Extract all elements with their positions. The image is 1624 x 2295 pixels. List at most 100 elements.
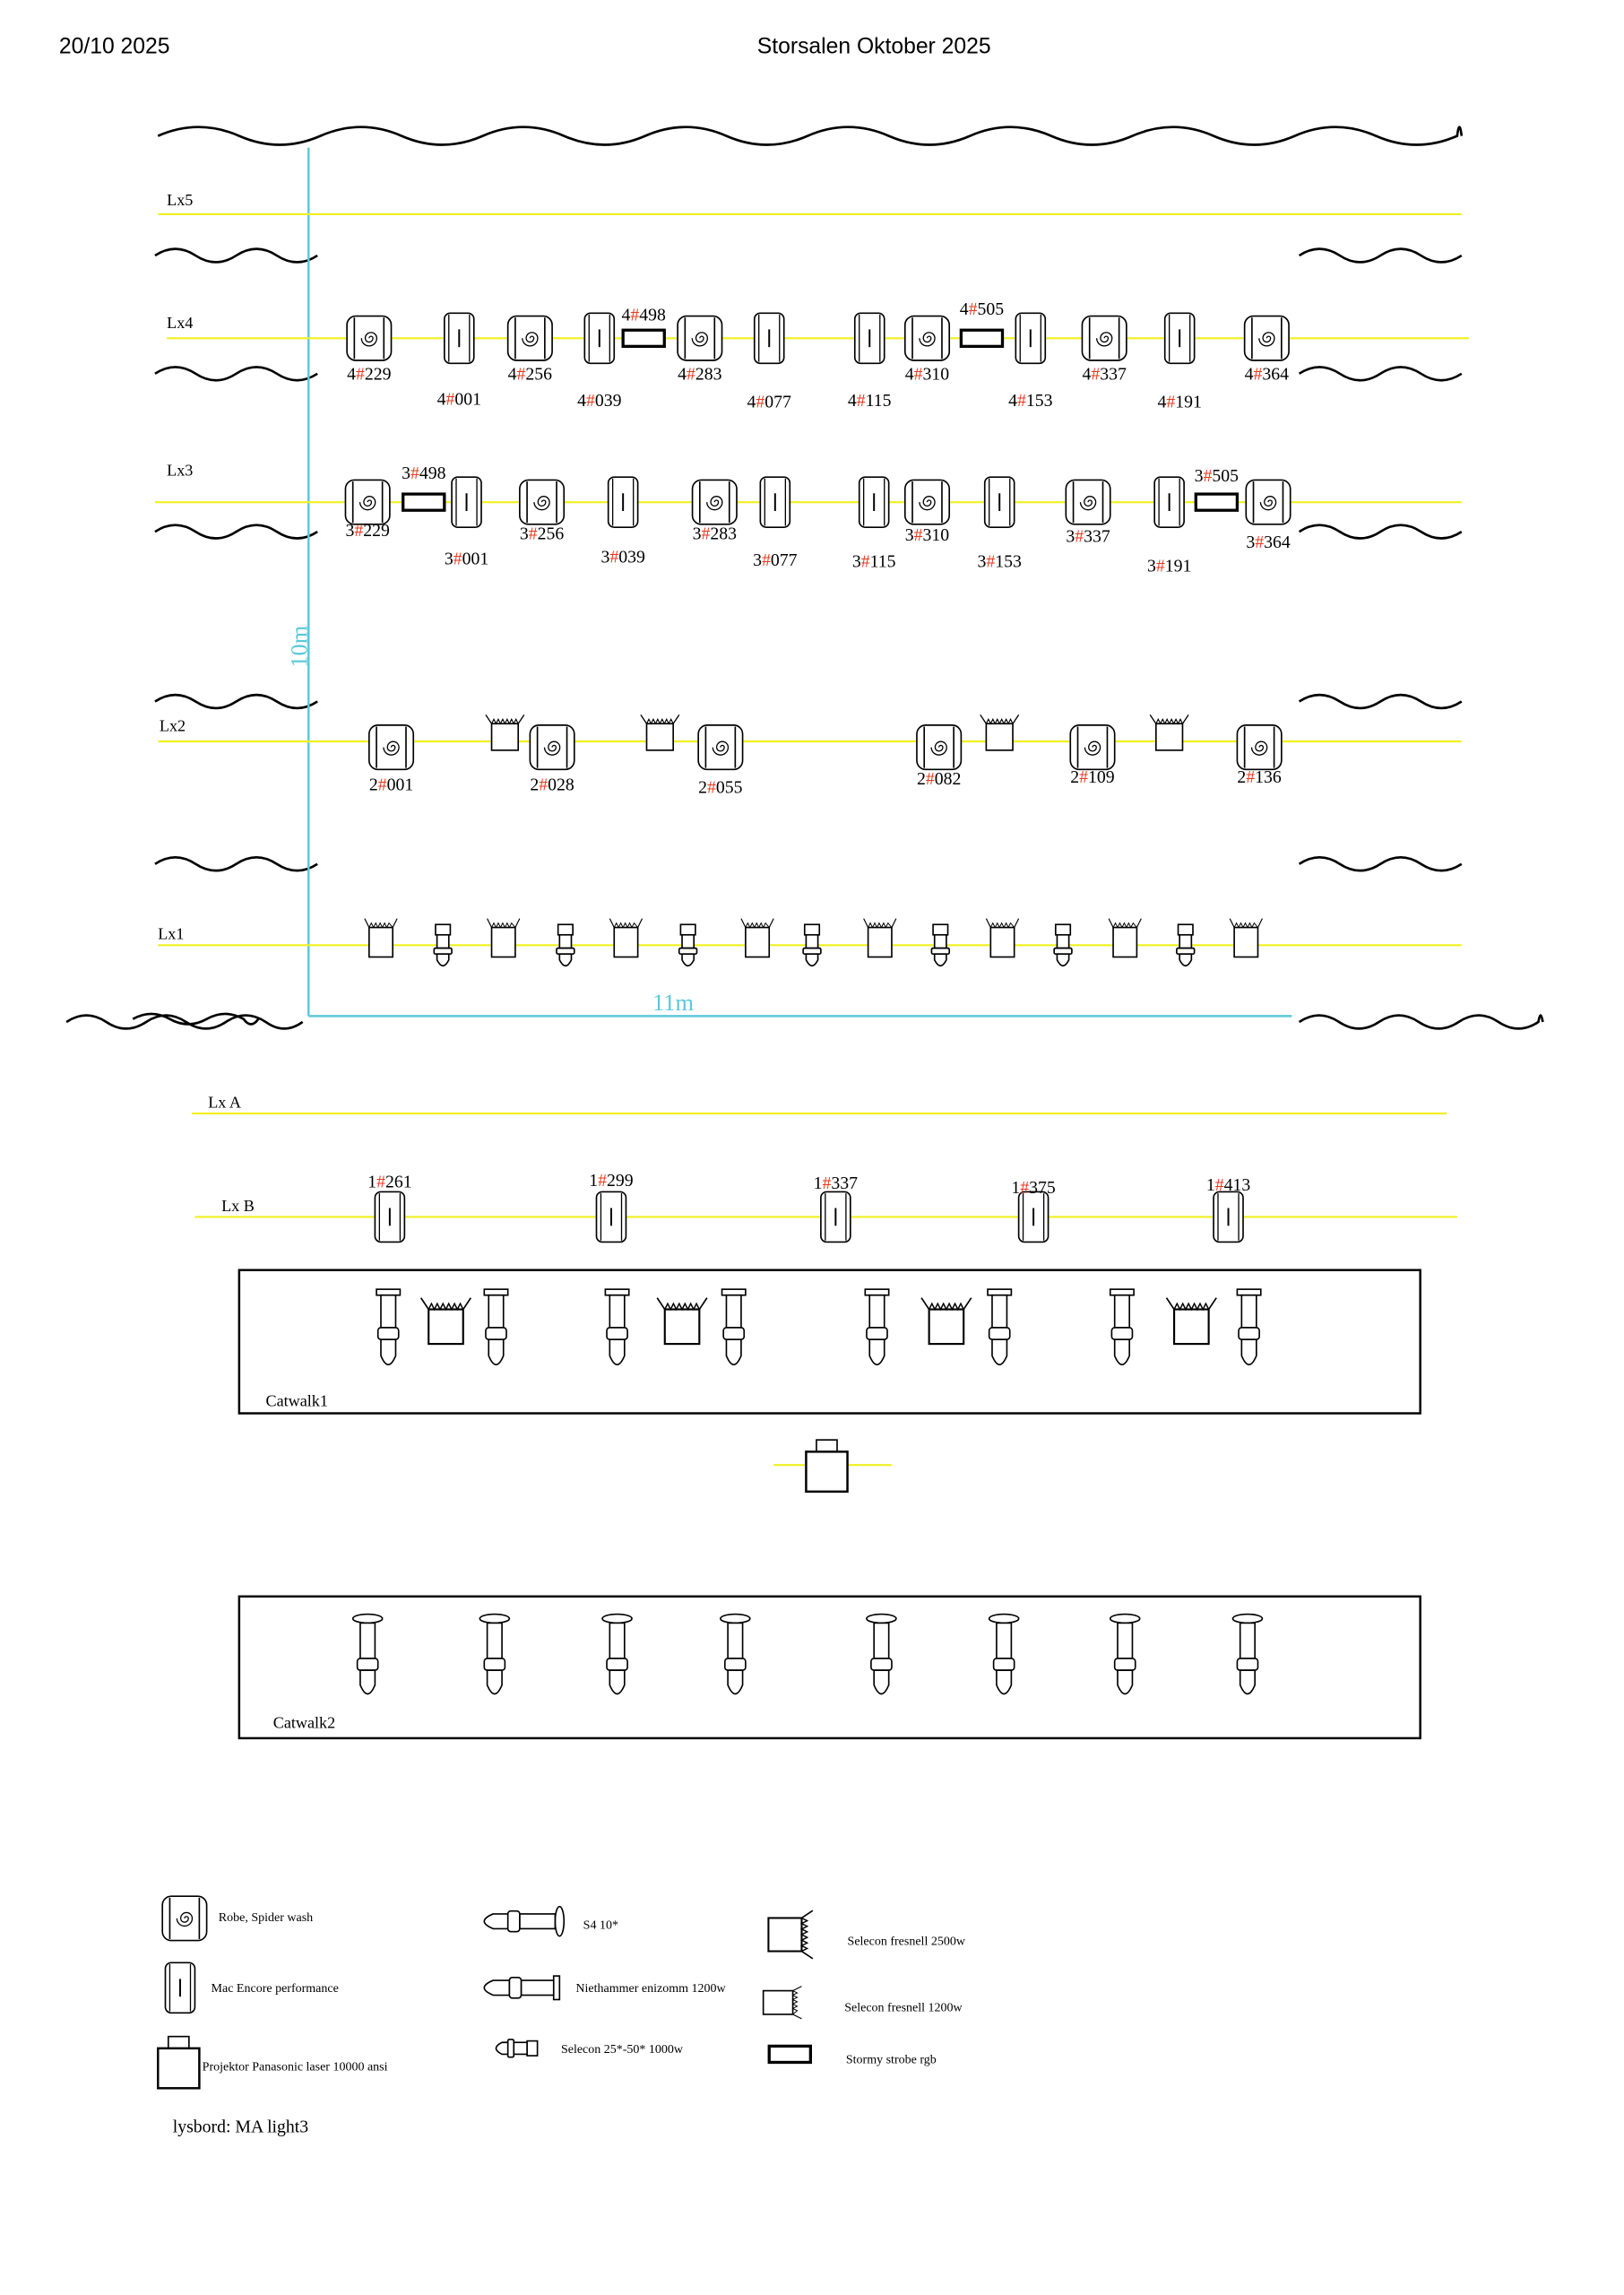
hash-mark: # — [586, 391, 595, 411]
fixture-label: 4#310 — [905, 364, 950, 384]
niethammer-icon — [864, 1288, 890, 1365]
fixture-label: 2#082 — [917, 769, 961, 789]
hash-mark: # — [756, 393, 764, 412]
selecon-icon — [433, 923, 453, 967]
fixture-label: 4#283 — [678, 364, 721, 384]
hash-mark: # — [1020, 1178, 1029, 1198]
fixture-label: 4#505 — [960, 299, 1005, 319]
s4-icon — [479, 1613, 511, 1695]
catwalk2-frame — [238, 1595, 1421, 1740]
pipe-number: 3 — [978, 552, 987, 572]
channel-number: 055 — [716, 778, 743, 798]
pipes: Lx5Lx44#2294#0014#2564#0394#4984#2834#07… — [154, 191, 1470, 1243]
hash-mark: # — [354, 521, 363, 541]
channel-number: 115 — [870, 552, 896, 572]
fixture-label: 1#337 — [814, 1173, 859, 1193]
channel-number: 505 — [977, 299, 1004, 319]
fixture-label: 4#153 — [1008, 391, 1053, 411]
fixture-label: 3#498 — [402, 463, 446, 483]
width-dimension-label: 11m — [652, 990, 694, 1016]
legend-item: Stormy strobe rgb — [767, 2044, 937, 2066]
fresnel1200-icon — [1108, 917, 1143, 958]
pipe-lx1: Lx1 — [158, 917, 1462, 967]
hash-mark: # — [1254, 364, 1263, 384]
selecon-icon — [1176, 923, 1196, 967]
pipe-number: 4 — [905, 364, 914, 384]
fresnel2500-icon — [485, 714, 525, 751]
pipe-number: 2 — [1070, 767, 1079, 787]
pipe-number: 1 — [367, 1172, 376, 1191]
pipe-number: 3 — [693, 524, 702, 543]
pipe-number: 3 — [345, 521, 354, 541]
channel-number: 115 — [866, 391, 892, 411]
channel-number: 256 — [538, 524, 565, 543]
niethammer-icon — [483, 1288, 509, 1365]
channel-number: 136 — [1255, 767, 1282, 787]
channel-number: 337 — [1100, 364, 1127, 384]
niethammer-icon — [987, 1288, 1013, 1365]
hash-mark: # — [1091, 364, 1100, 384]
pipe-number: 1 — [814, 1173, 823, 1193]
channel-number: 256 — [525, 364, 552, 384]
fixture-label: 4#115 — [848, 391, 892, 411]
pipe-number: 3 — [1147, 557, 1156, 576]
fixture-label: 1#413 — [1206, 1175, 1251, 1195]
pipe-number: 4 — [347, 364, 356, 384]
s4-icon — [483, 1905, 566, 1937]
s4-icon — [720, 1613, 751, 1695]
spider-icon — [367, 724, 415, 771]
channel-number: 001 — [454, 389, 481, 409]
mac-icon — [374, 1191, 406, 1243]
fresnel2500-icon — [656, 1296, 708, 1346]
mac-icon — [1163, 312, 1196, 365]
spider-icon — [903, 479, 951, 525]
fixture-label: 4#229 — [347, 364, 392, 384]
s4-icon — [988, 1613, 1020, 1695]
fresnel1200-icon — [486, 917, 521, 958]
hash-mark: # — [969, 299, 978, 319]
channel-number: 229 — [363, 521, 390, 541]
channel-number: 001 — [387, 775, 414, 794]
border-curtain — [154, 524, 318, 540]
fresnel1200-icon — [740, 917, 774, 958]
channel-number: 337 — [831, 1173, 858, 1193]
selecon-icon — [556, 923, 575, 967]
mac-icon — [451, 476, 482, 529]
fixture-label: 2#001 — [369, 775, 413, 794]
pipe-number: 2 — [369, 775, 378, 794]
hash-mark: # — [1204, 466, 1213, 486]
hash-mark: # — [517, 364, 526, 384]
channel-number: 310 — [923, 364, 950, 384]
strobe-icon — [402, 492, 446, 512]
spider-icon — [677, 315, 723, 361]
border-curtain — [1298, 855, 1463, 872]
spider-icon — [346, 315, 393, 361]
legend-item: Mac Encore performance — [164, 1962, 339, 2014]
channel-number: 498 — [639, 306, 666, 325]
fresnel2500-icon — [1149, 714, 1189, 751]
fresnel1200-icon — [762, 1985, 803, 2020]
pipe-number: 4 — [577, 391, 586, 411]
spider-icon — [691, 479, 738, 525]
fresnel1200-icon — [609, 917, 644, 958]
catwalk1-label: Catwalk1 — [266, 1391, 328, 1409]
pipe-number: 2 — [530, 775, 539, 794]
pipe-number: 3 — [1066, 527, 1075, 547]
legend-item: Selecon fresnell 2500w — [767, 1910, 966, 1960]
pipe-number: 4 — [437, 389, 446, 409]
spider-icon — [916, 724, 963, 771]
fixture-label: 3#039 — [600, 548, 645, 567]
pipe-number: 4 — [1157, 393, 1166, 412]
pipe-number: 2 — [917, 769, 926, 789]
channel-number: 039 — [595, 391, 622, 411]
mac-icon — [583, 312, 616, 365]
plot-date: 20/10 2025 — [59, 34, 170, 58]
fresnel2500-icon — [1165, 1296, 1218, 1346]
spider-icon — [519, 479, 566, 525]
spider-icon — [344, 479, 391, 525]
fixture-label: 1#299 — [589, 1171, 634, 1191]
